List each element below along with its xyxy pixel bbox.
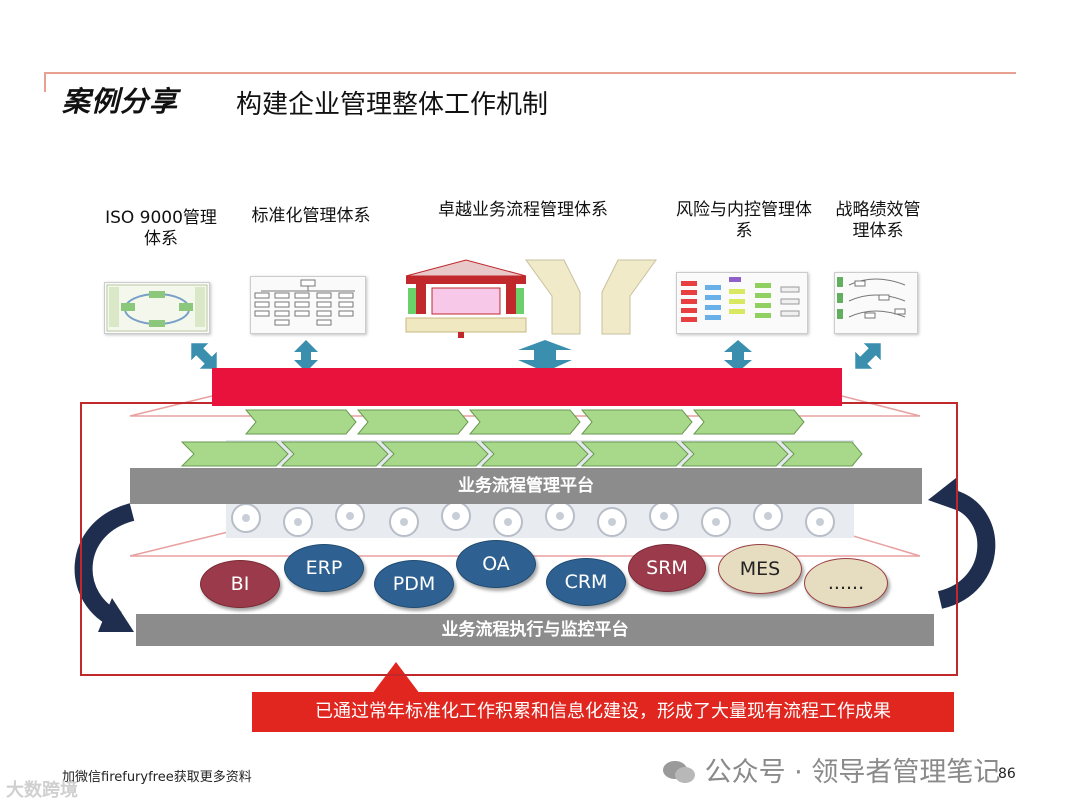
footer-source-text: 加微信firefuryfree获取更多资料 [62,770,252,785]
app-oval-pdm: PDM [374,560,454,608]
left-loop-arrow [74,503,135,629]
system-label-iso: ISO 9000管理体系 [105,208,217,249]
wechat-watermark: 公众号 · 领导者管理笔记 [662,750,1000,789]
system-label-standardization: 标准化管理体系 [251,206,371,226]
app-oval-oa: OA [456,540,536,588]
wechat-icon [662,759,696,785]
gear-band-background [226,504,854,538]
corner-watermark: 大数跨境 [6,780,78,801]
double-arrow-icons [191,340,881,372]
left-loop-arrowhead [98,598,134,632]
bpm-house-diagram [402,258,530,338]
right-loop-arrow [937,489,996,609]
strategy-map-thumbnail [834,272,918,334]
risk-control-thumbnail [676,272,808,334]
system-label-bpm: 卓越业务流程管理体系 [438,200,608,220]
app-oval-erp: ERP [284,544,364,592]
page-number: 86 [998,766,1016,782]
gear-hubs [242,512,824,526]
system-label-strategy: 战略绩效管理体系 [835,200,921,241]
system-label-risk-control: 风险与内控管理体系 [676,200,812,241]
execution-platform-bar: 业务流程执行与监控平台 [136,614,934,646]
header-rule [44,72,1016,74]
app-oval-crm: CRM [546,558,626,606]
header-rule-tick [44,72,46,92]
right-loop-arrowhead [928,478,962,512]
iso-diagram-thumbnail [104,282,210,334]
app-oval-srm: SRM [628,544,706,592]
app-oval-more: ...... [804,558,888,608]
watermark-text: 公众号 · 领导者管理笔记 [704,757,1001,788]
page-title: 构建企业管理整体工作机制 [236,90,549,120]
standard-chart-thumbnail [250,276,366,334]
bpm-funnel-diagram [524,256,658,336]
process-chevrons-row-2 [180,441,863,467]
bpm-platform-bar: 业务流程管理平台 [130,468,922,504]
results-callout: 已通过常年标准化工作积累和信息化建设，形成了大量现有流程工作成果 [252,692,954,732]
process-chevrons-row-1 [244,409,805,435]
app-oval-bi: BI [200,560,280,608]
app-oval-mes: MES [718,544,802,594]
section-tag: 案例分享 [62,85,179,118]
callout-pointer [372,662,420,694]
red-banner-bar [212,368,842,406]
